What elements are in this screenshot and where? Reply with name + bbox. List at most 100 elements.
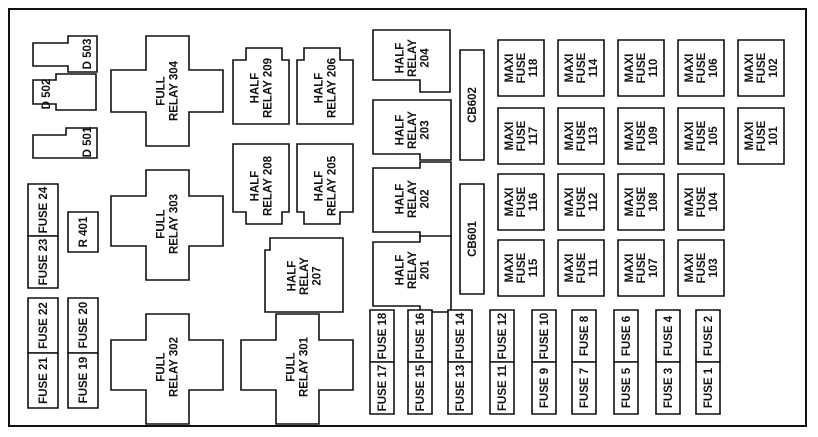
label-hr208: HALFRELAY 208 [250, 155, 275, 216]
component-f14: FUSE 14 [447, 309, 473, 363]
label-line: MAXI [564, 122, 576, 151]
label-f22: FUSE 22 [38, 302, 50, 349]
label-line: 118 [528, 58, 540, 77]
label-line: FUSE 23 [38, 239, 50, 286]
label-f7: FUSE 7 [579, 368, 591, 408]
label-fr302: FULLRELAY 302 [156, 337, 181, 397]
label-hr202: HALFRELAY202 [395, 180, 432, 218]
label-line: FUSE [696, 52, 708, 83]
component-fr301: FULLRELAY 301 [240, 313, 354, 425]
outline-fr303 [110, 169, 224, 281]
outline-f5 [613, 361, 639, 415]
label-line: HALF [314, 171, 326, 202]
label-line: 117 [528, 127, 540, 146]
component-f18: FUSE 18 [369, 309, 395, 363]
label-line: FUSE [516, 120, 528, 151]
label-line: HALF [250, 73, 262, 104]
label-line: MAXI [504, 122, 516, 151]
outline-hr205 [296, 143, 354, 225]
label-line: MAXI [684, 254, 696, 283]
label-line: 108 [648, 192, 660, 212]
label-line: RELAY [407, 39, 419, 77]
label-d501: D 501 [82, 126, 94, 157]
label-line: FULL [286, 352, 298, 381]
outline-fr304 [110, 35, 224, 147]
label-hr209: HALFRELAY 209 [250, 58, 275, 118]
label-line: HALF [287, 261, 299, 292]
component-hr209: HALFRELAY 209 [232, 47, 290, 125]
component-cb602: CB602 [459, 49, 485, 161]
label-line: FUSE [576, 120, 588, 151]
label-hr203: HALFRELAY203 [395, 111, 432, 149]
label-line: 102 [768, 58, 780, 77]
label-line: FUSE [576, 52, 588, 83]
label-line: FUSE [576, 186, 588, 217]
outline-mf102 [737, 39, 785, 97]
label-mf115: MAXIFUSE115 [504, 252, 540, 283]
component-mf101: MAXIFUSE101 [737, 107, 785, 165]
component-mf102: MAXIFUSE102 [737, 39, 785, 97]
outline-mf103 [677, 239, 725, 297]
component-f10: FUSE 10 [531, 309, 557, 363]
label-hr201: HALFRELAY201 [395, 251, 432, 289]
component-mf108: MAXIFUSE108 [617, 173, 665, 231]
label-mf107: MAXIFUSE107 [624, 252, 660, 283]
outline-r401 [67, 211, 99, 253]
outline-hr207 [264, 237, 344, 313]
label-line: FUSE 9 [539, 368, 551, 408]
label-mf116: MAXIFUSE116 [504, 186, 540, 217]
label-line: MAXI [504, 54, 516, 83]
label-line: FUSE 10 [539, 313, 551, 360]
component-f1: FUSE 1 [695, 361, 721, 415]
component-mf111: MAXIFUSE111 [557, 239, 605, 297]
label-f2: FUSE 2 [703, 316, 715, 356]
component-hr205: HALFRELAY 205 [296, 143, 354, 225]
label-line: MAXI [684, 122, 696, 151]
component-hr202: HALFRELAY202 [372, 161, 452, 239]
label-line: MAXI [564, 188, 576, 217]
label-f11: FUSE 11 [497, 364, 509, 411]
component-d501: D 501 [32, 126, 98, 159]
outline-mf114 [557, 39, 605, 97]
label-line: FUSE 11 [497, 364, 509, 411]
label-line: D 502 [41, 79, 53, 110]
label-line: FUSE [636, 52, 648, 83]
component-fr302: FULLRELAY 302 [110, 313, 224, 425]
label-line: MAXI [624, 188, 636, 217]
label-f21: FUSE 21 [38, 357, 50, 404]
component-f19: FUSE 19 [67, 352, 99, 409]
label-line: FUSE [516, 252, 528, 283]
label-line: D 503 [82, 39, 94, 70]
label-line: FUSE 12 [497, 313, 509, 360]
label-line: FULL [156, 352, 168, 381]
label-line: FUSE [516, 186, 528, 217]
component-f9: FUSE 9 [531, 361, 557, 415]
component-f22: FUSE 22 [27, 297, 59, 354]
label-fr303: FULLRELAY 303 [156, 194, 181, 254]
label-line: 116 [528, 193, 540, 212]
outline-f19 [67, 352, 99, 409]
component-f21: FUSE 21 [27, 352, 59, 409]
label-line: FULL [156, 209, 168, 238]
label-line: 204 [420, 48, 432, 68]
label-line: RELAY [407, 251, 419, 289]
label-mf118: MAXIFUSE118 [504, 52, 540, 83]
label-line: FUSE 21 [38, 357, 50, 404]
label-hr206: HALFRELAY 206 [314, 58, 339, 118]
label-line: FUSE [756, 52, 768, 83]
label-cb602: CB602 [467, 87, 479, 123]
label-line: HALF [395, 43, 407, 74]
label-r401: R 401 [78, 216, 90, 247]
label-f12: FUSE 12 [497, 313, 509, 360]
component-hr208: HALFRELAY 208 [232, 143, 290, 225]
label-mf114: MAXIFUSE114 [564, 52, 600, 83]
outline-mf108 [617, 173, 665, 231]
label-line: FUSE 2 [703, 316, 715, 356]
label-line: FULL [156, 76, 168, 105]
outline-mf109 [617, 107, 665, 165]
label-line: RELAY 301 [298, 336, 310, 397]
label-line: FUSE [516, 52, 528, 83]
label-line: 115 [528, 258, 540, 277]
label-line: 110 [648, 59, 660, 78]
component-hr204: HALFRELAY204 [372, 29, 451, 93]
